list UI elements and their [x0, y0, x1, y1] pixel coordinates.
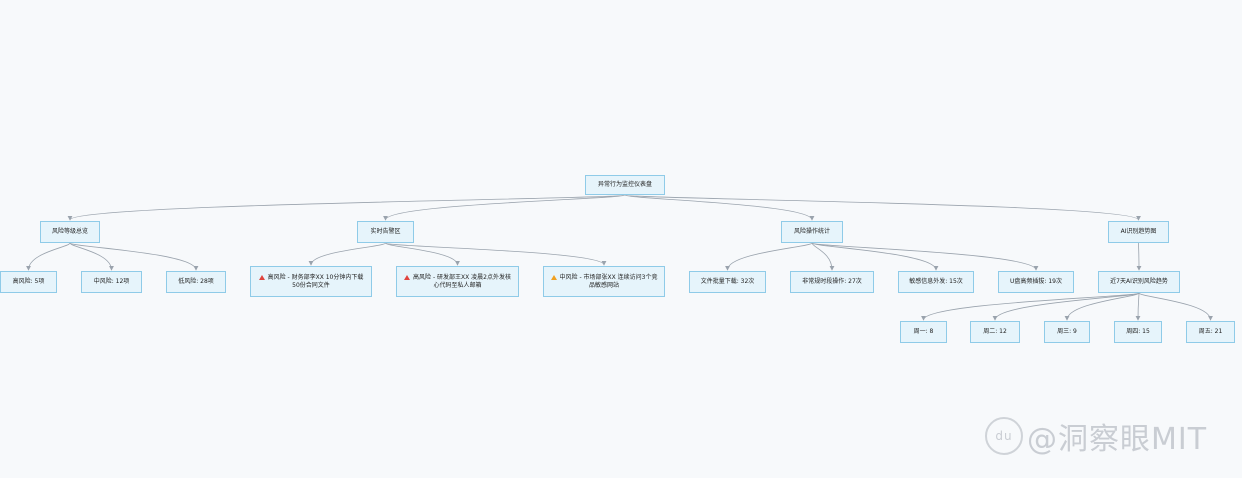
node-day-mon-label: 周一: 8: [913, 328, 934, 335]
node-risk-stats[interactable]: 风险操作统计: [781, 221, 843, 243]
edge-node-risk-overview-to-node-high-risk-count: [26, 242, 71, 271]
watermark-text: @洞察眼MIT: [1027, 422, 1208, 457]
node-alert-market-text: 中风险 - 市场部张XX 连续访问3个竞品敏感网站: [559, 273, 658, 289]
node-root-label: 异常行为监控仪表盘: [597, 181, 652, 188]
edge-node-ai-trend-to-node-trend-7days: [1136, 242, 1142, 271]
edge-node-risk-stats-to-node-stat-sensitive-send: [811, 242, 939, 271]
node-day-thu[interactable]: 周四: 15: [1114, 321, 1162, 343]
edge-node-realtime-alerts-to-node-alert-market: [385, 242, 607, 266]
edge-node-trend-7days-to-node-day-thu: [1135, 292, 1141, 321]
paw-logo-icon: du: [985, 417, 1023, 455]
node-realtime-alerts-label: 实时告警区: [370, 228, 401, 235]
edge-node-risk-stats-to-node-stat-usb: [811, 242, 1039, 271]
node-high-risk-count[interactable]: 高风险: 5项: [0, 271, 57, 293]
node-realtime-alerts[interactable]: 实时告警区: [357, 221, 414, 243]
edge-node-root-to-node-risk-overview: [67, 194, 626, 221]
edge-node-root-to-node-realtime-alerts: [383, 194, 626, 221]
edge-node-risk-overview-to-node-low-risk-count: [69, 242, 199, 271]
node-stat-off-hours[interactable]: 非常规时段操作: 27次: [790, 271, 874, 293]
high-risk-warning-icon: [404, 274, 411, 280]
edge-node-root-to-node-risk-stats: [624, 194, 815, 221]
node-stat-bulk-download-label: 文件批量下载: 32次: [700, 278, 755, 285]
node-stat-off-hours-label: 非常规时段操作: 27次: [802, 278, 862, 285]
edge-node-realtime-alerts-to-node-alert-finance: [308, 242, 386, 266]
edge-node-risk-overview-to-node-mid-risk-count: [69, 242, 114, 271]
edge-node-risk-stats-to-node-stat-off-hours: [811, 242, 835, 271]
edge-node-trend-7days-to-node-day-fri: [1138, 292, 1213, 321]
node-root[interactable]: 异常行为监控仪表盘: [585, 175, 665, 195]
watermark: du @洞察眼MIT: [985, 416, 1208, 457]
node-day-tue[interactable]: 周二: 12: [970, 321, 1020, 343]
node-stat-sensitive-send[interactable]: 敏感信息外发: 15次: [898, 271, 974, 293]
node-trend-7days[interactable]: 近7天AI识别风险趋势: [1098, 271, 1180, 293]
node-day-fri-label: 周五: 21: [1198, 328, 1223, 335]
edge-node-realtime-alerts-to-node-alert-rnd: [385, 242, 460, 266]
node-stat-bulk-download[interactable]: 文件批量下载: 32次: [689, 271, 766, 293]
node-alert-finance[interactable]: 高风险 - 财务部李XX 10分钟内下载50份合同文件: [250, 266, 372, 297]
node-ai-trend-label: AI识别趋势图: [1120, 228, 1157, 235]
node-trend-7days-label: 近7天AI识别风险趋势: [1110, 278, 1168, 285]
mid-risk-warning-icon: [550, 274, 557, 280]
node-day-wed[interactable]: 周三: 9: [1044, 321, 1090, 343]
edge-node-root-to-node-ai-trend: [624, 194, 1141, 221]
node-ai-trend[interactable]: AI识别趋势图: [1108, 221, 1169, 243]
node-alert-rnd-text: 高风险 - 研发部王XX 凌晨2点外发核心代码至私人邮箱: [413, 273, 511, 289]
node-day-wed-label: 周三: 9: [1057, 328, 1077, 335]
node-alert-market-label: 中风险 - 市场部张XX 连续访问3个竞品敏感网站: [550, 274, 658, 290]
node-alert-rnd-label: 高风险 - 研发部王XX 凌晨2点外发核心代码至私人邮箱: [403, 274, 512, 290]
node-stat-usb[interactable]: U盘高频插拔: 19次: [998, 271, 1074, 293]
node-alert-rnd[interactable]: 高风险 - 研发部王XX 凌晨2点外发核心代码至私人邮箱: [396, 266, 519, 297]
node-day-fri[interactable]: 周五: 21: [1186, 321, 1235, 343]
node-mid-risk-count[interactable]: 中风险: 12项: [81, 271, 142, 293]
node-risk-overview[interactable]: 风险等级总览: [40, 221, 100, 243]
edge-node-trend-7days-to-node-day-tue: [992, 292, 1140, 321]
node-risk-overview-label: 风险等级总览: [51, 228, 88, 235]
node-alert-finance-label: 高风险 - 财务部李XX 10分钟内下载50份合同文件: [257, 274, 365, 290]
node-risk-stats-label: 风险操作统计: [793, 228, 830, 235]
node-day-mon[interactable]: 周一: 8: [900, 321, 947, 343]
edge-node-risk-stats-to-node-stat-bulk-download: [725, 242, 813, 271]
node-high-risk-count-label: 高风险: 5项: [12, 278, 45, 285]
node-alert-finance-text: 高风险 - 财务部李XX 10分钟内下载50份合同文件: [267, 273, 364, 289]
node-day-tue-label: 周二: 12: [983, 328, 1007, 335]
high-risk-warning-icon: [258, 274, 265, 280]
node-low-risk-count[interactable]: 低风险: 28项: [166, 271, 226, 293]
node-day-thu-label: 周四: 15: [1126, 328, 1150, 335]
edge-node-trend-7days-to-node-day-wed: [1064, 292, 1140, 321]
node-mid-risk-count-label: 中风险: 12项: [93, 278, 130, 285]
node-stat-sensitive-send-label: 敏感信息外发: 15次: [909, 278, 963, 285]
node-low-risk-count-label: 低风险: 28项: [178, 278, 214, 285]
node-alert-market[interactable]: 中风险 - 市场部张XX 连续访问3个竞品敏感网站: [543, 266, 665, 297]
node-stat-usb-label: U盘高频插拔: 19次: [1010, 278, 1062, 285]
